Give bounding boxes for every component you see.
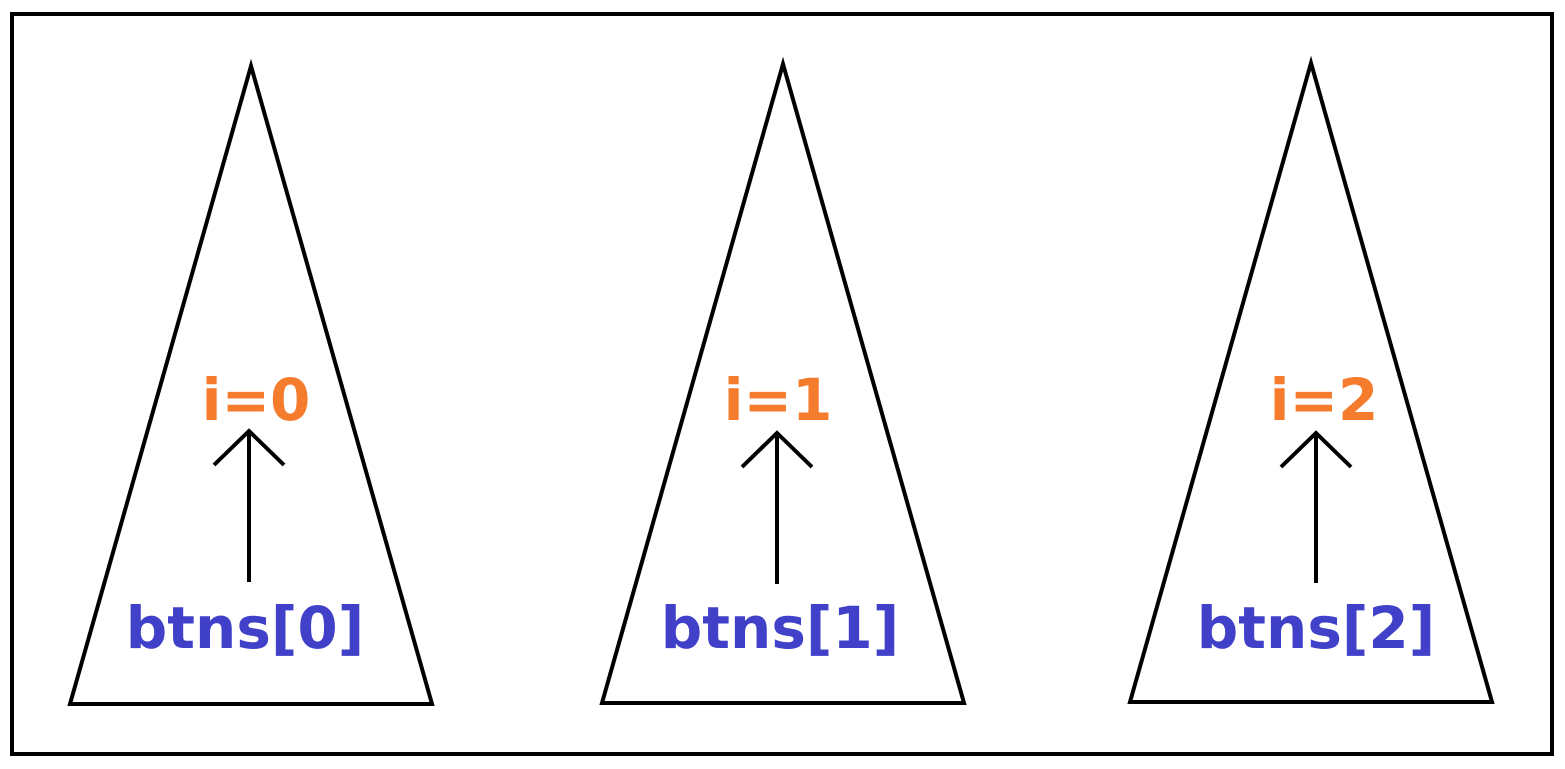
button-label-0: btns[0] (126, 594, 364, 662)
scope-group-0: i=0 btns[0] (67, 58, 435, 706)
outer-frame (10, 12, 1554, 756)
index-label-0: i=0 (202, 366, 311, 434)
arrow-head-0 (212, 428, 286, 467)
index-label-2: i=2 (1270, 366, 1379, 434)
scope-triangle-0 (67, 58, 435, 706)
scope-triangle-1 (599, 56, 967, 705)
scope-group-1: i=1 btns[1] (599, 56, 967, 705)
scope-triangle-2 (1127, 55, 1495, 704)
index-label-1: i=1 (724, 366, 833, 434)
button-label-2: btns[2] (1197, 594, 1435, 662)
arrow-head-2 (1279, 430, 1353, 469)
scope-group-2: i=2 btns[2] (1127, 55, 1495, 704)
arrow-head-1 (740, 430, 814, 469)
button-label-1: btns[1] (661, 594, 899, 662)
